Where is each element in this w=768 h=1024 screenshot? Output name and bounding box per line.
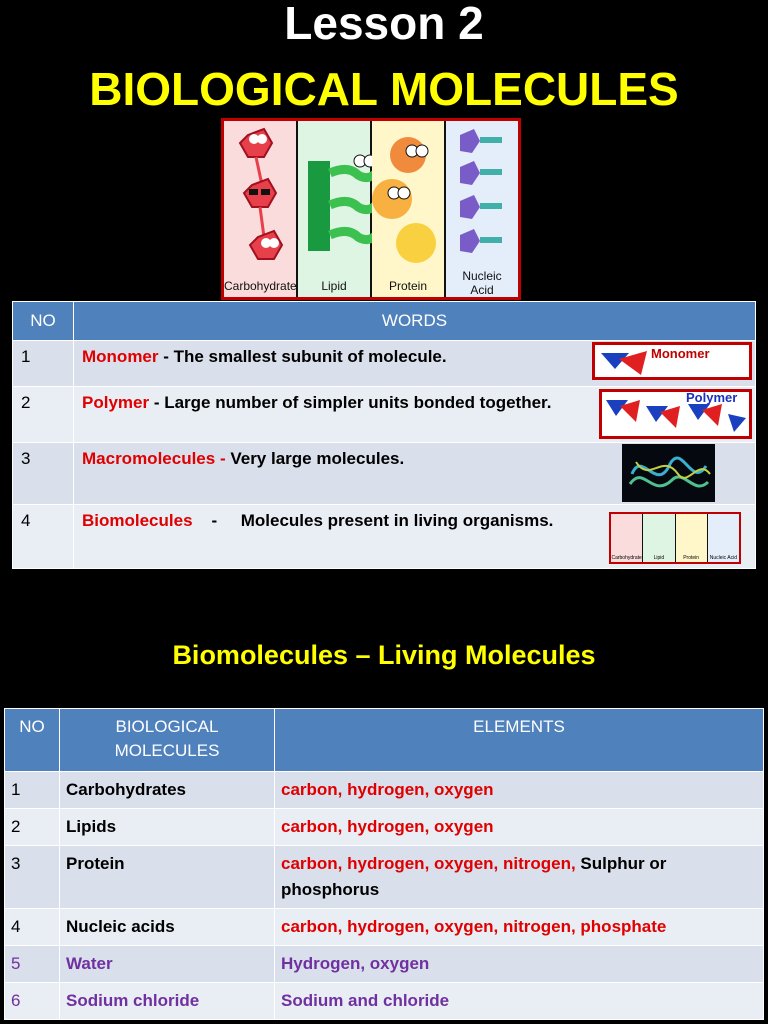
row-elements: carbon, hydrogen, oxygen bbox=[274, 808, 764, 846]
definition: - Large number of simpler units bonded t… bbox=[149, 393, 552, 412]
protein-structure-icon bbox=[628, 456, 711, 488]
table-row: 3 Protein carbon, hydrogen, oxygen, nitr… bbox=[4, 845, 764, 909]
elements-red: carbon, hydrogen, oxygen bbox=[281, 817, 494, 836]
bio-header-molecules: BIOLOGICAL MOLECULES bbox=[59, 708, 275, 772]
row-molecule: Nucleic acids bbox=[59, 908, 275, 946]
row-elements: Sodium and chloride bbox=[274, 982, 764, 1020]
monomer-icon bbox=[601, 351, 647, 375]
nucleotide-icon bbox=[460, 129, 502, 253]
polymer-icon bbox=[606, 400, 746, 432]
elements-red: carbon, hydrogen, oxygen bbox=[281, 780, 494, 799]
definition: Very large molecules. bbox=[225, 449, 405, 468]
polymer-thumbnail: Polymer bbox=[599, 389, 752, 439]
row-elements: carbon, hydrogen, oxygen, nitrogen, phos… bbox=[274, 908, 764, 946]
nucleic-acid-panel: Nucleic Acid bbox=[446, 121, 518, 297]
table-row: 1 Carbohydrates carbon, hydrogen, oxygen bbox=[4, 771, 764, 809]
table-row: 4 Nucleic acids carbon, hydrogen, oxygen… bbox=[4, 908, 764, 946]
mini-label: Carbohydrate bbox=[611, 555, 642, 561]
term: Monomer bbox=[82, 347, 159, 366]
row-no: 1 bbox=[12, 340, 74, 387]
row-no: 4 bbox=[12, 504, 74, 569]
carbohydrate-panel: Carbohydrate bbox=[224, 121, 298, 297]
words-header-words: WORDS bbox=[73, 301, 756, 341]
lipid-label: Lipid bbox=[321, 279, 347, 293]
monomer-thumbnail: Monomer bbox=[592, 342, 752, 380]
term: Macromolecules - bbox=[82, 449, 226, 468]
table-row: 5 Water Hydrogen, oxygen bbox=[4, 945, 764, 983]
row-elements: Hydrogen, oxygen bbox=[274, 945, 764, 983]
lesson-label: Lesson 2 bbox=[284, 0, 484, 49]
biomolecules-table: NO BIOLOGICAL MOLECULES ELEMENTS 1 Carbo… bbox=[4, 708, 764, 1020]
mini-nucleic-acid-panel: Nucleic Acid bbox=[707, 514, 739, 562]
mini-label: Lipid bbox=[653, 555, 665, 561]
mini-protein-panel: Protein bbox=[675, 514, 708, 562]
nucleic-acid-label: Nucleic Acid bbox=[462, 269, 502, 297]
bio-header-elements: ELEMENTS bbox=[274, 708, 764, 772]
row-no: 1 bbox=[4, 771, 60, 809]
elements-red: carbon, hydrogen, oxygen, nitrogen, phos… bbox=[281, 917, 667, 936]
bio-header-no: NO bbox=[4, 708, 60, 772]
row-elements: carbon, hydrogen, oxygen bbox=[274, 771, 764, 809]
row-no: 5 bbox=[4, 945, 60, 983]
protein-label: Protein bbox=[388, 279, 428, 293]
mini-lipid-panel: Lipid bbox=[643, 514, 676, 562]
row-no: 3 bbox=[4, 845, 60, 909]
section-subtitle: Biomolecules – Living Molecules bbox=[172, 640, 596, 670]
protein-icon bbox=[372, 137, 436, 263]
elements-black: Sulphur or phosphorus bbox=[281, 854, 667, 899]
table-row: 6 Sodium chloride Sodium and chloride bbox=[4, 982, 764, 1020]
words-header-no: NO bbox=[12, 301, 74, 341]
lipid-panel: Lipid bbox=[298, 121, 378, 297]
polymer-thumb-label: Polymer bbox=[686, 390, 738, 405]
elements-red: carbon, hydrogen, oxygen, nitrogen, bbox=[281, 854, 576, 873]
row-molecule: Protein bbox=[59, 845, 275, 909]
mini-label: Protein bbox=[683, 555, 700, 561]
protein-panel: Protein bbox=[372, 121, 446, 297]
row-elements: carbon, hydrogen, oxygen, nitrogen, Sulp… bbox=[274, 845, 764, 909]
row-molecule: Water bbox=[59, 945, 275, 983]
monomer-thumb-label: Monomer bbox=[651, 346, 710, 361]
hexagon-chain-icon bbox=[238, 127, 284, 260]
term: Polymer bbox=[82, 393, 150, 412]
row-molecule: Lipids bbox=[59, 808, 275, 846]
bio-header-row: NO BIOLOGICAL MOLECULES ELEMENTS bbox=[4, 708, 764, 772]
page-title: BIOLOGICAL MOLECULES bbox=[89, 63, 679, 115]
row-no: 6 bbox=[4, 982, 60, 1020]
macromolecule-image bbox=[622, 444, 715, 502]
row-molecule: Carbohydrates bbox=[59, 771, 275, 809]
definition: - Molecules present in living organisms. bbox=[192, 511, 554, 530]
biomolecules-thumbnail: Carbohydrate Lipid Protein Nucleic Acid bbox=[609, 512, 741, 564]
words-header-row: NO WORDS bbox=[12, 301, 756, 341]
mini-label: Nucleic Acid bbox=[709, 555, 737, 561]
term: Biomolecules bbox=[82, 511, 193, 530]
table-row: 2 Lipids carbon, hydrogen, oxygen bbox=[4, 808, 764, 846]
molecules-illustration: Carbohydrate Lipid Protein Nucleic Acid bbox=[221, 118, 521, 300]
mini-carbohydrate-panel: Carbohydrate bbox=[611, 514, 644, 562]
carbohydrate-label: Carbohydrate bbox=[224, 279, 297, 293]
row-molecule: Sodium chloride bbox=[59, 982, 275, 1020]
row-no: 4 bbox=[4, 908, 60, 946]
row-no: 2 bbox=[4, 808, 60, 846]
definition: - The smallest subunit of molecule. bbox=[158, 347, 447, 366]
lipid-icon bbox=[308, 154, 378, 251]
row-no: 2 bbox=[12, 386, 74, 443]
row-no: 3 bbox=[12, 442, 74, 505]
